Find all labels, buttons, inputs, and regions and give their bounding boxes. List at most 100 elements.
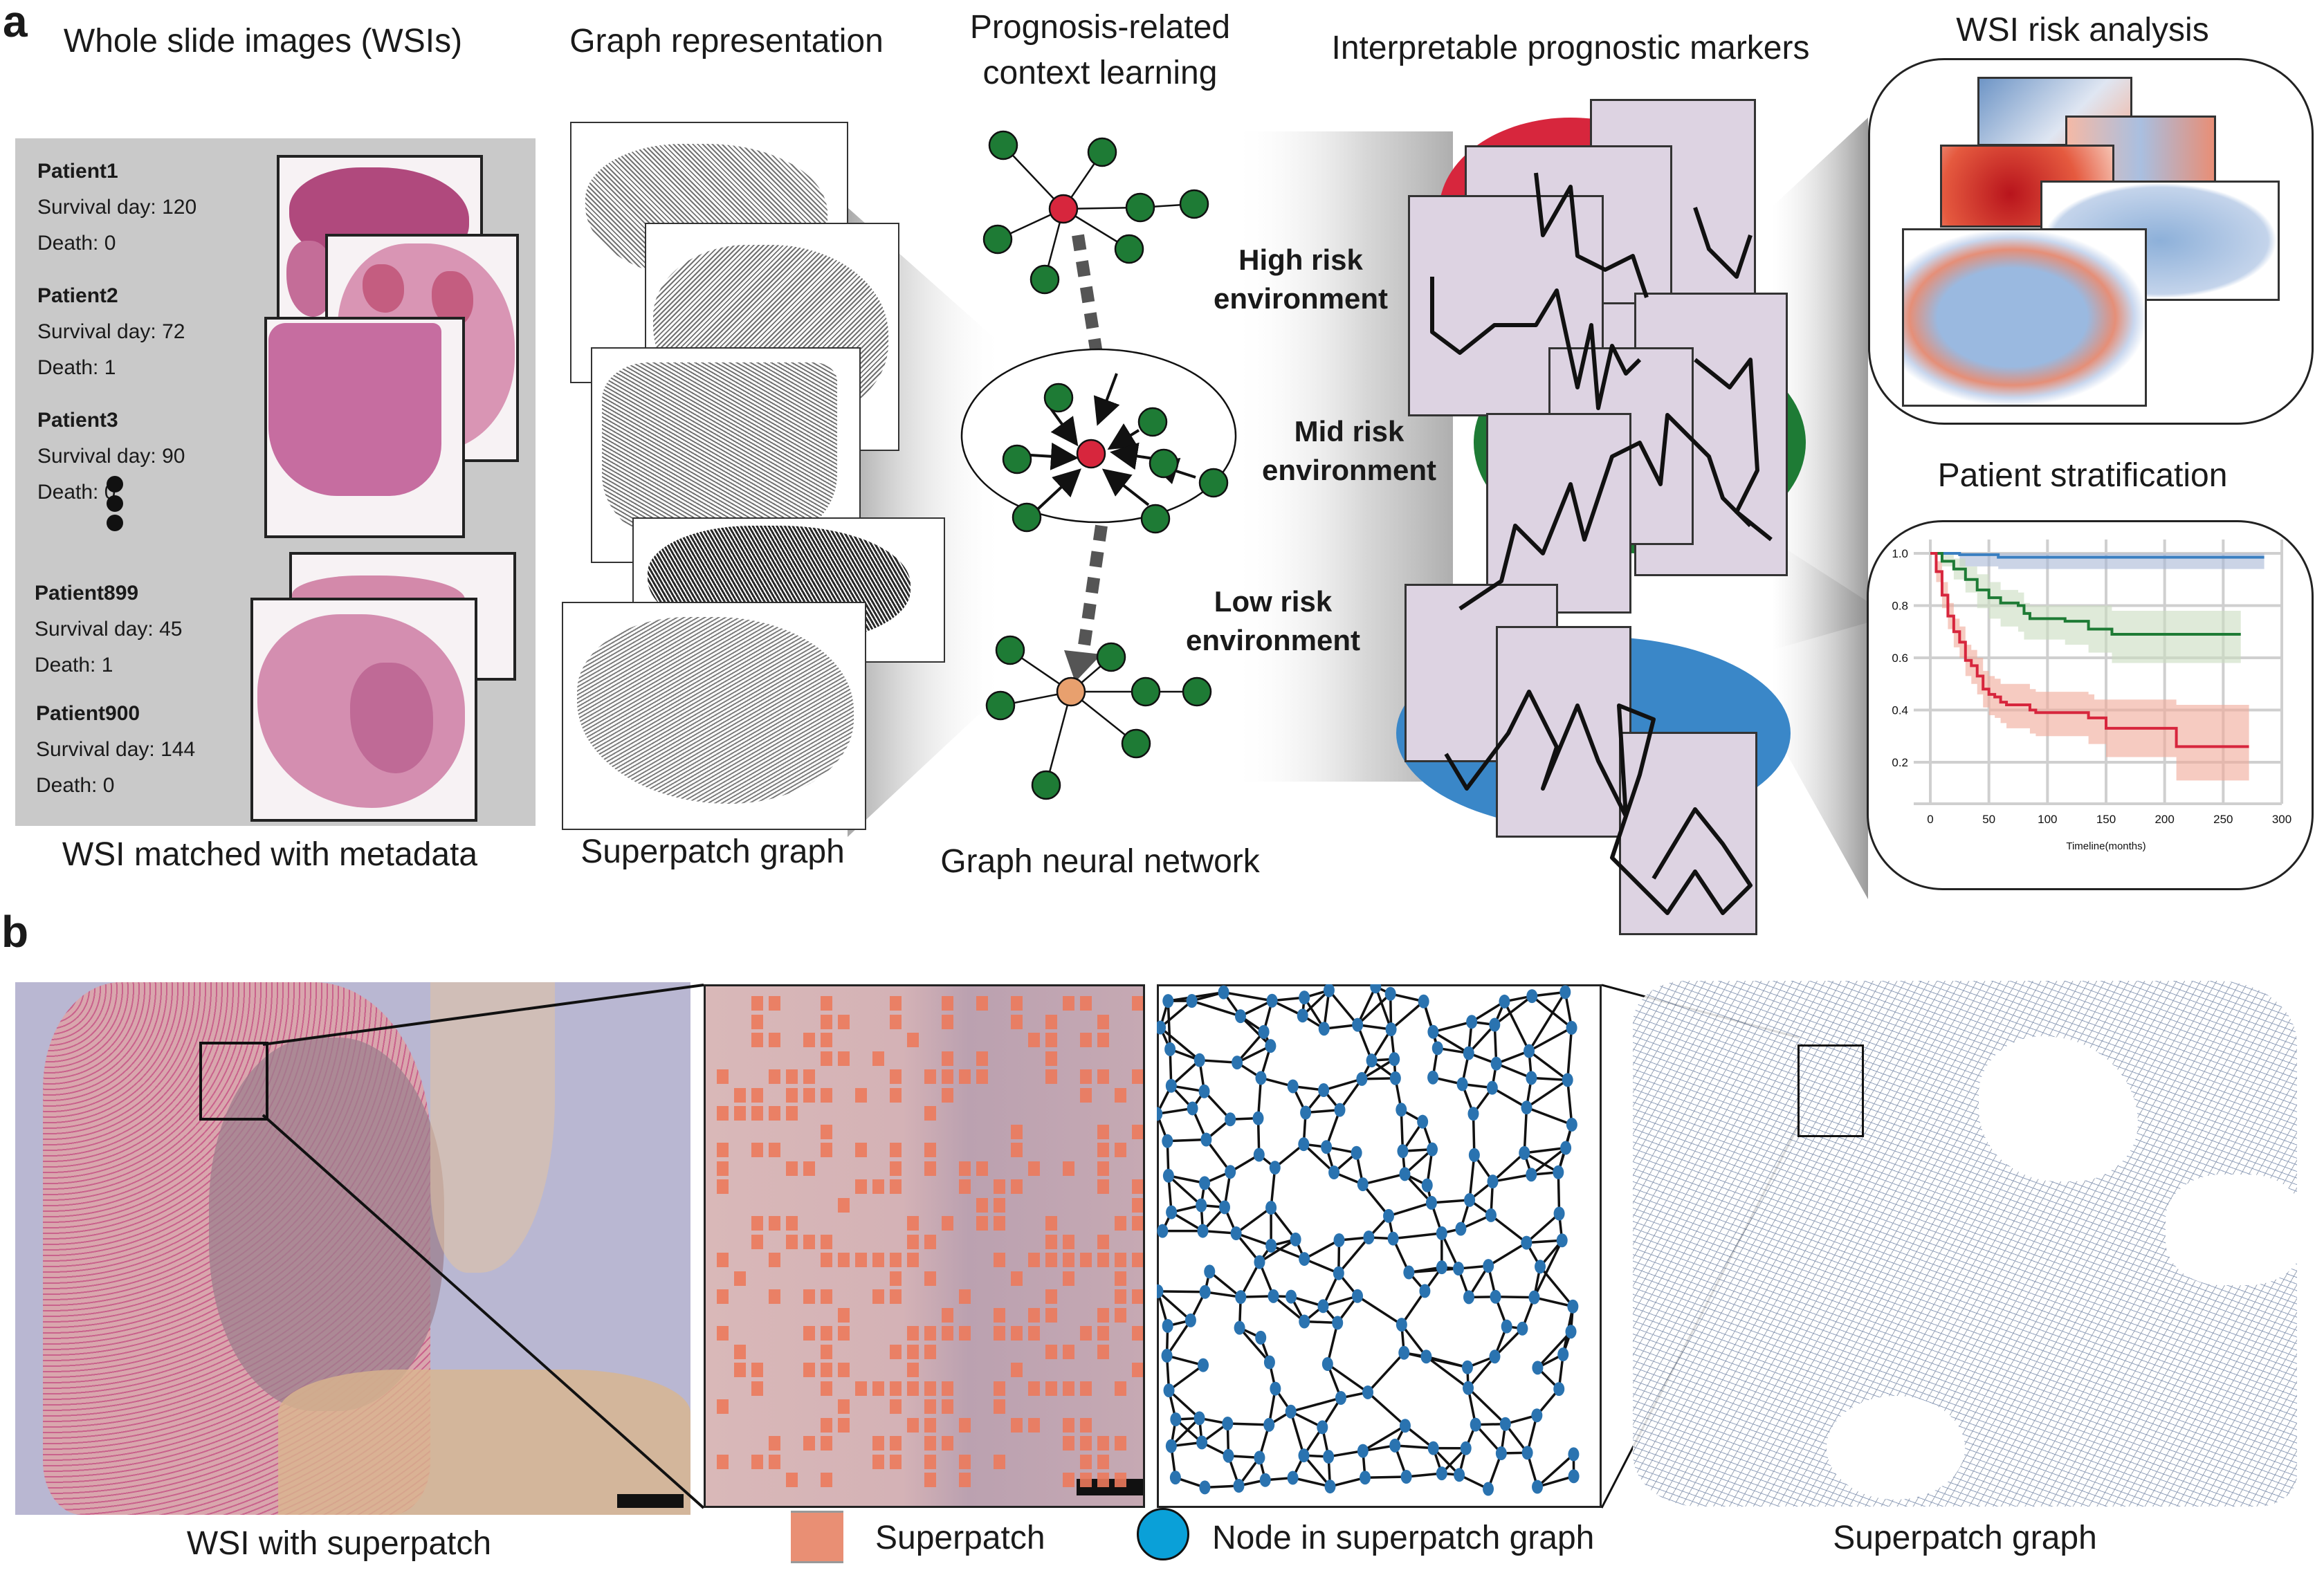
graph-edge [1494, 1327, 1524, 1358]
superpatch-square [890, 1069, 902, 1084]
graph-edge [1390, 992, 1425, 1003]
superpatch-square [1097, 1326, 1109, 1341]
superpatch-square [890, 1161, 902, 1176]
graph-node [1164, 1042, 1176, 1056]
superpatch-square [769, 996, 780, 1011]
superpatch-square [942, 1051, 953, 1066]
node-neighbor [1096, 642, 1126, 672]
superpatch-square [717, 1289, 729, 1304]
superpatch-zoom-image [704, 984, 1145, 1508]
graph-edge [1531, 1076, 1568, 1082]
superpatch-square [924, 1344, 936, 1359]
superpatch-square [769, 1069, 780, 1084]
graph-node [1299, 1252, 1310, 1267]
graph-node [1427, 1070, 1439, 1085]
superpatch-square [1011, 1124, 1023, 1139]
node-center-low [1056, 676, 1086, 707]
superpatch-square [1097, 1473, 1109, 1487]
graph-edge [1526, 1106, 1573, 1126]
graph-edge [1474, 1424, 1503, 1455]
graph-node [1490, 1056, 1502, 1071]
graph-edge [1395, 1444, 1434, 1450]
superpatch-square [976, 996, 988, 1011]
graph-node [1299, 1314, 1310, 1329]
superpatch-square [872, 1436, 884, 1450]
node-neighbor [1125, 192, 1155, 223]
superpatch-square [1115, 1216, 1126, 1231]
superpatch-square [751, 1143, 763, 1157]
graph-node [1234, 1009, 1246, 1024]
graph-edge [1496, 1062, 1532, 1079]
superpatch-square [907, 1363, 919, 1377]
superpatch-square [890, 1436, 902, 1450]
superpatch-square [1045, 1014, 1057, 1029]
graph-node [1263, 1355, 1275, 1370]
graph-node [1334, 1103, 1346, 1117]
node-neighbor [1114, 234, 1144, 264]
superpatch-square [1028, 1161, 1040, 1176]
graph-edge [1528, 991, 1566, 1052]
superpatch-square [821, 1363, 832, 1377]
superpatch-square [786, 1106, 798, 1121]
graph-edge [1357, 1023, 1391, 1031]
superpatch-square [717, 1143, 729, 1157]
graph-node [1254, 1450, 1265, 1465]
superpatch-square [769, 1436, 780, 1450]
superpatch-square [1045, 1253, 1057, 1267]
node-neighbor [995, 635, 1025, 665]
node-neighbor [1198, 468, 1229, 498]
legend-superpatch-swatch [791, 1511, 843, 1563]
y-tick-label: 0.6 [1892, 652, 1908, 665]
superpatch-square [1097, 1307, 1109, 1323]
graph-node [1431, 1041, 1443, 1056]
wsi-metadata-panel: Patient1 Survival day: 120 Death: 0 Pati… [15, 138, 536, 826]
risk-label-low: Low risk environment [1185, 585, 1361, 656]
graph-node [1363, 1230, 1375, 1244]
superpatch-square [1045, 1307, 1057, 1323]
superpatch-square [959, 1326, 971, 1341]
y-tick-label: 0.8 [1892, 600, 1908, 613]
superpatch-square [1028, 1326, 1040, 1341]
superpatch-square [786, 1473, 798, 1487]
graph-node [1366, 1053, 1378, 1068]
graph-edge [1205, 1484, 1239, 1489]
graph-node [1499, 1417, 1511, 1431]
superpatch-square [1045, 1216, 1057, 1231]
graph-node [1333, 1233, 1345, 1247]
graph-edge [1404, 1173, 1433, 1204]
superpatch-square [821, 1087, 832, 1103]
superpatch-square [924, 1069, 936, 1084]
superpatch-square [855, 1087, 867, 1103]
graph-edge [1328, 989, 1359, 1026]
superpatch-square [734, 1271, 746, 1286]
graph-edge [1468, 1154, 1476, 1201]
superpatch-square [1132, 1197, 1143, 1213]
graph-node [1318, 1083, 1330, 1098]
graph-edge [1366, 1391, 1407, 1427]
superpatch-square [838, 1363, 850, 1377]
graph-node [1255, 1330, 1267, 1345]
graph-edge [1227, 1422, 1270, 1426]
graph-node [1162, 1318, 1173, 1333]
graph-node [1265, 1039, 1277, 1053]
superpatch-square [717, 1326, 729, 1341]
wsi-thumbnail [264, 317, 465, 538]
superpatch-square [769, 1033, 780, 1047]
gnn-aggregation-nodes [1002, 383, 1229, 534]
gnn-aggregation-edges [1007, 373, 1196, 510]
graph-edge [1425, 1355, 1470, 1390]
superpatch-square [803, 1033, 815, 1047]
title-risk-analysis: WSI risk analysis [1956, 12, 2209, 48]
graph-edge [1503, 1001, 1530, 1052]
graph-node [1501, 1319, 1512, 1334]
graph-edge [1524, 1146, 1566, 1154]
graph-node [1335, 1391, 1346, 1406]
superpatch-square [994, 1326, 1005, 1341]
superpatch-square [1097, 1436, 1109, 1450]
superpatch-square [855, 1143, 867, 1157]
superpatch-square [872, 1454, 884, 1469]
graph-edge [1166, 1001, 1171, 1049]
graph-edge [1366, 1352, 1405, 1394]
superpatch-square [1045, 1381, 1057, 1396]
graph-node [1526, 1168, 1537, 1182]
